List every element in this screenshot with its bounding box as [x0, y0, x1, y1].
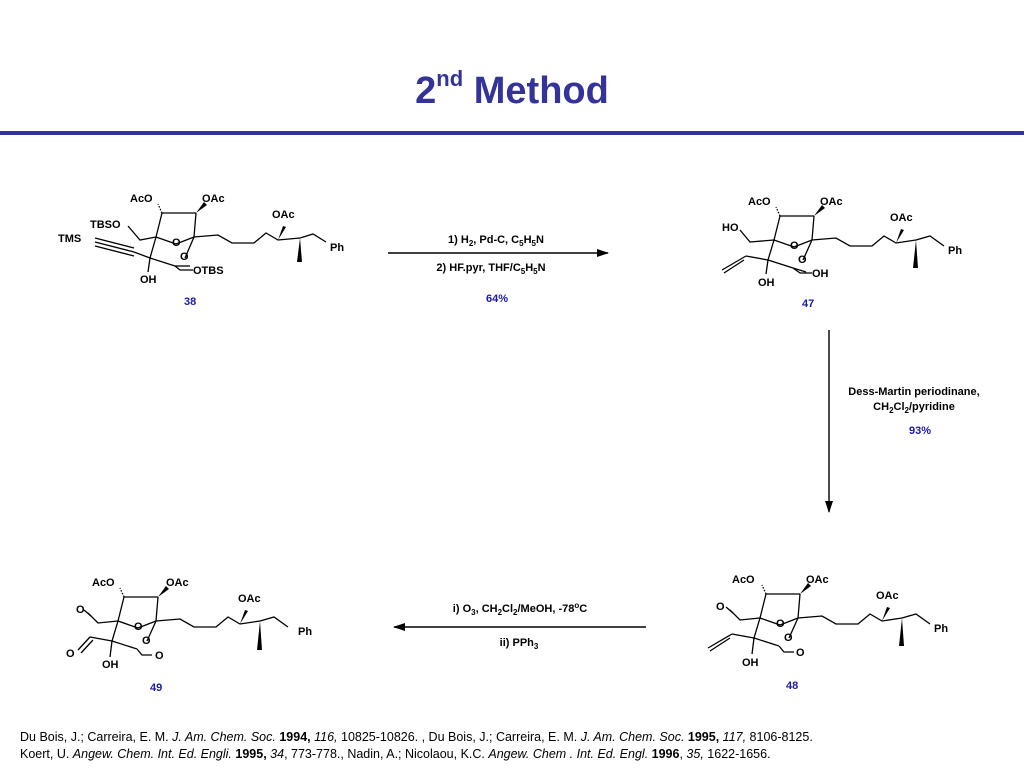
- yield-step-2: 93%: [909, 425, 931, 437]
- label-tms: TMS: [58, 233, 81, 245]
- title-divider: [0, 131, 1024, 135]
- compound-38: [94, 202, 327, 273]
- label-oac: OAc: [238, 593, 261, 605]
- label-aco: AcO: [732, 574, 755, 586]
- compound-48: [707, 583, 931, 655]
- label-oh: OH: [140, 274, 157, 286]
- label-aco: AcO: [748, 196, 771, 208]
- compound-number-49: 49: [150, 682, 162, 694]
- svg-text:2) HF.pyr, THF/C5H5N: 2) HF.pyr, THF/C5H5N: [436, 262, 545, 276]
- label-ring-oxygen: O: [790, 240, 799, 252]
- compound-number-48: 48: [786, 680, 798, 692]
- label-ph: Ph: [330, 242, 344, 254]
- references: Du Bois, J.; Carreira, E. M. J. Am. Chem…: [20, 729, 1010, 763]
- conditions-step-2: Dess-Martin periodinane, CH2Cl2/pyridine…: [848, 386, 979, 437]
- label-aldehyde-oxygen: O: [155, 650, 164, 662]
- page-title: 2nd Method: [415, 66, 609, 112]
- svg-text:ii) PPh3: ii) PPh3: [500, 637, 539, 651]
- label-oh: OH: [102, 659, 119, 671]
- label-ph: Ph: [298, 626, 312, 638]
- label-oac: OAc: [806, 574, 829, 586]
- label-aldehyde-oxygen: O: [716, 601, 725, 613]
- svg-text:i) O3, CH2Cl2/MeOH, -78oC: i) O3, CH2Cl2/MeOH, -78oC: [453, 601, 587, 617]
- reference-line-2: Koert, U. Angew. Chem. Int. Ed. Engli. 1…: [20, 747, 771, 761]
- label-ring-oxygen: O: [134, 621, 143, 633]
- label-oh: OH: [758, 277, 775, 289]
- reference-line-1: Du Bois, J.; Carreira, E. M. J. Am. Chem…: [20, 730, 813, 744]
- label-ph: Ph: [934, 623, 948, 635]
- label-otbs: OTBS: [193, 265, 224, 277]
- yield-step-1: 64%: [486, 293, 508, 305]
- label-ho: HO: [722, 222, 739, 234]
- conditions-step-3: i) O3, CH2Cl2/MeOH, -78oC ii) PPh3: [453, 601, 587, 651]
- label-aco: AcO: [92, 577, 115, 589]
- label-oh: OH: [812, 268, 829, 280]
- label-aldehyde-oxygen: O: [76, 604, 85, 616]
- label-ring-oxygen: O: [798, 254, 807, 266]
- conditions-step-1: 1) H2, Pd-C, C5H5N 2) HF.pyr, THF/C5H5N …: [436, 234, 545, 305]
- svg-text:1) H2, Pd-C, C5H5N: 1) H2, Pd-C, C5H5N: [448, 234, 544, 248]
- compound-number-38: 38: [184, 296, 196, 308]
- label-tbso: TBSO: [90, 219, 121, 231]
- label-aldehyde-oxygen: O: [796, 647, 805, 659]
- label-aco: AcO: [130, 193, 153, 205]
- reaction-scheme: AcO OAc OAc TBSO TMS O O OTBS OH Ph 38: [58, 193, 980, 694]
- label-ring-oxygen: O: [776, 618, 785, 630]
- label-ring-oxygen: O: [142, 635, 151, 647]
- compound-49: [77, 586, 289, 658]
- label-oac: OAc: [166, 577, 189, 589]
- label-oac: OAc: [820, 196, 843, 208]
- svg-text:Dess-Martin periodinane,: Dess-Martin periodinane,: [848, 386, 979, 398]
- label-oac: OAc: [202, 193, 225, 205]
- label-aldehyde-oxygen: O: [66, 648, 75, 660]
- label-ring-oxygen: O: [172, 237, 181, 249]
- compound-47: [721, 205, 945, 275]
- label-ph: Ph: [948, 245, 962, 257]
- label-ring-oxygen: O: [180, 251, 189, 263]
- label-oac: OAc: [890, 212, 913, 224]
- compound-number-47: 47: [802, 298, 814, 310]
- label-ring-oxygen: O: [784, 632, 793, 644]
- label-oac: OAc: [272, 209, 295, 221]
- svg-text:CH2Cl2/pyridine: CH2Cl2/pyridine: [873, 401, 955, 415]
- label-oh: OH: [742, 657, 759, 669]
- label-oac: OAc: [876, 590, 899, 602]
